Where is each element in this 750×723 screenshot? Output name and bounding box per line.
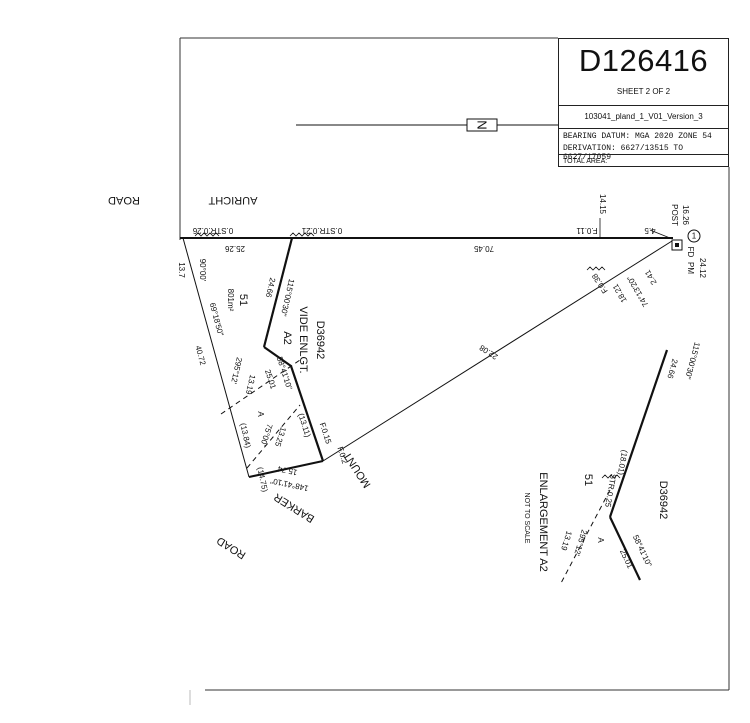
label-18-21: 18.21 <box>611 282 629 304</box>
label-14-15: 14.15 <box>598 194 607 215</box>
structure-marker-mid <box>289 232 315 237</box>
label-f-015: F.0.15 <box>318 421 333 445</box>
label-40-72: 40.72 <box>193 345 207 367</box>
parcel-boundaries <box>180 237 673 478</box>
road-label-auricht-road: ROAD <box>108 194 140 206</box>
plan-number: D126416 <box>578 43 709 78</box>
label-2-41: 2.41 <box>643 268 659 286</box>
enlg-title: ENLARGEMENT A2 <box>537 472 549 571</box>
enlg-bearing-115: 115°00'30" <box>683 341 702 380</box>
peg-symbols <box>599 218 701 251</box>
lot-line-lower <box>289 365 325 462</box>
label-pm: PM <box>686 262 695 274</box>
marker-circle-1 <box>687 229 701 243</box>
a-easement-dashed <box>220 359 301 415</box>
plan-title-block: D126416 SHEET 2 OF 2 103041_pland_1_V01_… <box>558 38 729 167</box>
label-a2: A2 <box>281 331 293 344</box>
total-area: TOTAL AREA: <box>559 154 728 168</box>
label-str-026: 0.STR.0.26 <box>192 226 233 235</box>
label-lot-51: 51 <box>237 294 249 306</box>
label-70-45: 70.45 <box>473 244 494 253</box>
sheet-label: SHEET 2 OF 2 <box>616 87 671 96</box>
structure-marker-east <box>586 266 606 271</box>
label-13-25: 13.25 <box>273 426 288 448</box>
label-13-19: 13.19 <box>244 374 257 396</box>
derivation: DERIVATION: 6627/13515 TO 6627/17059 <box>563 144 684 162</box>
version-label: 103041_pland_1_V01_Version_3 <box>559 105 728 129</box>
label-d36942: D36942 <box>314 321 326 360</box>
road-label-barker: BARKER <box>272 490 317 524</box>
label-13-7: 13.7 <box>177 262 186 278</box>
label-16-26: 16.26 <box>681 205 690 226</box>
road-label-auricht: AURICHT <box>208 194 257 206</box>
label-post: POST <box>670 204 679 226</box>
label-str-021: 0.STR.0.21 <box>301 226 342 235</box>
label-24-66: 24.66 <box>264 277 277 299</box>
label-bearing-75: 75°00' <box>258 423 274 448</box>
label-bearing-69: 69°18'50" <box>208 302 226 338</box>
label-f-011: F.0.11 <box>576 226 598 235</box>
label-25-01: 25.01 <box>263 368 278 390</box>
label-24-12: 24.12 <box>698 258 707 279</box>
north-arrow: N <box>296 118 559 132</box>
label-a: A <box>256 411 265 417</box>
enlg-d36942: D36942 <box>657 481 669 520</box>
enlg-line-upper <box>608 349 669 518</box>
label-f-02: F.0.2 <box>335 446 349 466</box>
label-14-75: (14.75) <box>255 466 269 493</box>
label-15-74: 15.74 <box>276 464 298 477</box>
structure-marker-west <box>194 232 220 237</box>
label-bearing-148: 148°41'10" <box>269 476 309 493</box>
lot-line-mid <box>263 346 292 367</box>
enlg-lot-51: 51 <box>582 474 594 486</box>
label-13-11: (13.11) <box>296 412 312 439</box>
label-fd: FD <box>686 247 695 258</box>
enlg-note: NOT TO SCALE <box>523 493 530 544</box>
mount-boundary <box>322 240 673 462</box>
label-circle-1: 1 <box>692 232 697 241</box>
label-bearing-295: 295°12' <box>229 356 244 385</box>
enlg-line-lower <box>609 516 641 581</box>
road-label-barker-road: ROAD <box>215 534 248 561</box>
barker-road-frontage <box>248 460 324 478</box>
lot-line-upper <box>262 237 294 348</box>
enlg-13-19: 13.19 <box>559 530 574 552</box>
label-bearing-90: 90°00' <box>198 259 207 282</box>
enlg-24-66: 24.66 <box>665 358 679 380</box>
enlargement-a2 <box>559 349 669 586</box>
a-easement-dashed-2 <box>246 404 301 469</box>
label-25-26: 25.26 <box>224 244 245 253</box>
enlg-bearing-58: 58°41'10" <box>631 534 654 569</box>
enlg-25-01: 25.01 <box>618 548 635 570</box>
label-vide-enlgt: VIDE ENLGT. <box>297 306 309 373</box>
label-4-5: 4.5 <box>644 226 656 235</box>
north-arrow-label: N <box>475 120 490 129</box>
label-22-08: 22.08 <box>477 343 499 362</box>
enlg-letter-a: A <box>596 537 605 543</box>
label-area-801: 801m² <box>226 289 235 312</box>
bearing-datum: BEARING DATUM: MGA 2020 ZONE 54 <box>563 132 712 141</box>
enlg-18-01: (18.01) <box>616 449 629 476</box>
west-boundary <box>182 237 250 478</box>
